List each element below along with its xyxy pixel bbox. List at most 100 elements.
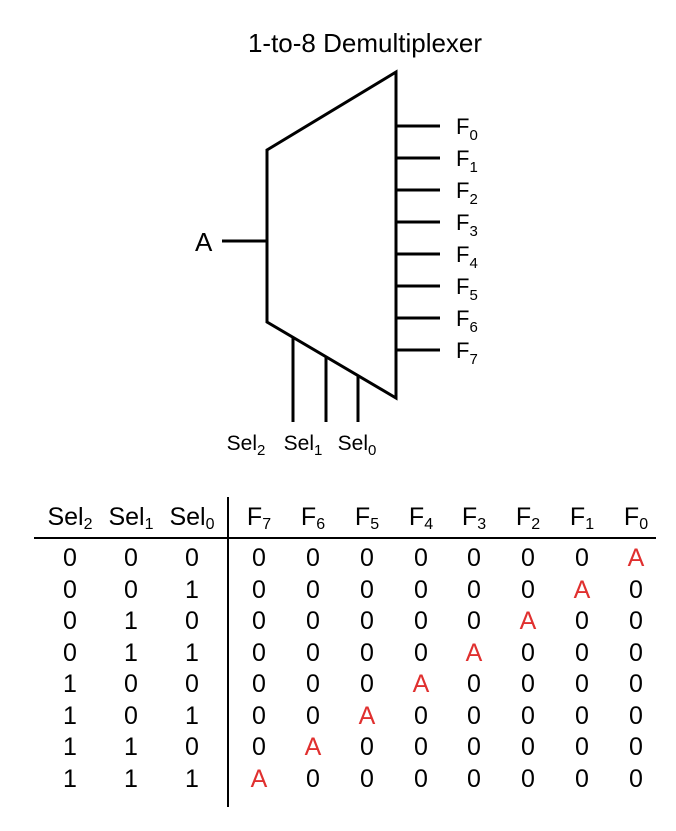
truth-table-cell: 0 <box>185 607 199 635</box>
truth-table-cell: 0 <box>575 733 589 761</box>
truth-table-cell: 0 <box>252 733 266 761</box>
truth-table-cell: 0 <box>124 544 138 572</box>
truth-table-cell: 0 <box>414 638 428 667</box>
truth-table-cell: 0 <box>360 575 374 604</box>
truth-table-cell: 0 <box>414 764 428 793</box>
truth-table-cell: 0 <box>467 670 481 698</box>
truth-table-cell: 1 <box>63 670 77 698</box>
truth-table-cell: 0 <box>252 544 266 572</box>
truth-table-header-sel1: Sel1 <box>108 503 154 533</box>
truth-table-cell: 1 <box>63 733 77 761</box>
truth-table-cell: 0 <box>124 575 138 604</box>
truth-table-cell: 0 <box>360 544 374 572</box>
truth-table-cell: 0 <box>629 575 643 604</box>
truth-table-cell: 0 <box>306 544 320 572</box>
truth-table-header-rule <box>34 537 656 539</box>
truth-table-cell: 0 <box>575 638 589 667</box>
output-label-f4: F4 <box>456 242 478 272</box>
truth-table-cell: 0 <box>467 701 481 730</box>
truth-table-cell: 0 <box>575 764 589 793</box>
truth-table-cell: 0 <box>575 670 589 698</box>
truth-table-cell: A <box>519 607 537 635</box>
output-label-f7: F7 <box>456 338 478 368</box>
output-label-f6: F6 <box>456 306 478 336</box>
truth-table-cell: 0 <box>629 764 643 793</box>
truth-table-cell: 0 <box>360 764 374 793</box>
truth-table-cell: 0 <box>306 607 320 635</box>
truth-table-cell: 0 <box>185 733 199 761</box>
truth-table-row: 1 1 0 0 A 0 0 0 0 0 0 <box>34 732 656 764</box>
truth-table-cell: 0 <box>63 575 77 604</box>
truth-table-cell: A <box>250 764 268 793</box>
truth-table-cell: 1 <box>185 764 199 793</box>
truth-table-header-f6: F6 <box>300 503 326 533</box>
output-label-f3: F3 <box>456 210 478 240</box>
truth-table-cell: 0 <box>467 575 481 604</box>
truth-table-cell: 0 <box>414 544 428 572</box>
truth-table-cell: 1 <box>185 701 199 730</box>
truth-table-header-f3: F3 <box>461 503 487 533</box>
truth-table-cell: 0 <box>124 670 138 698</box>
truth-table-cell: 0 <box>629 733 643 761</box>
truth-table-cell: 0 <box>306 670 320 698</box>
truth-table-cell: 0 <box>360 733 374 761</box>
truth-table-header-f1: F1 <box>569 503 595 533</box>
truth-table-cell: 0 <box>414 607 428 635</box>
truth-table-cell: A <box>573 575 591 604</box>
truth-table-cell: 0 <box>467 733 481 761</box>
truth-table-cell: 0 <box>575 544 589 572</box>
truth-table-cell: 0 <box>360 670 374 698</box>
select-label-sel2: Sel2 <box>227 432 266 459</box>
output-label-f2: F2 <box>456 178 478 208</box>
truth-table-cell: 0 <box>306 575 320 604</box>
truth-table-cell: 0 <box>521 638 535 667</box>
truth-table-cell: 0 <box>521 575 535 604</box>
truth-table-cell: 0 <box>63 638 77 667</box>
truth-table-divider <box>227 497 229 807</box>
truth-table-cell: 0 <box>629 638 643 667</box>
truth-table-cell: 0 <box>252 670 266 698</box>
truth-table-cell: 0 <box>252 575 266 604</box>
truth-table-header-f2: F2 <box>515 503 541 533</box>
truth-table-cell: 0 <box>629 701 643 730</box>
truth-table-cell: A <box>465 638 483 667</box>
truth-table-cell: 0 <box>575 701 589 730</box>
truth-table-cell: 0 <box>521 544 535 572</box>
output-label-f1: F1 <box>456 146 478 176</box>
truth-table-cell: 0 <box>414 733 428 761</box>
truth-table-cell: 0 <box>252 607 266 635</box>
truth-table-cell: 1 <box>185 575 199 604</box>
truth-table-cell: 0 <box>63 544 77 572</box>
truth-table-cell: 0 <box>521 733 535 761</box>
truth-table-cell: 0 <box>124 701 138 730</box>
truth-table-cell: A <box>304 733 322 761</box>
truth-table-cell: 1 <box>124 638 138 667</box>
truth-table-cell: 0 <box>575 607 589 635</box>
truth-table-cell: 1 <box>124 733 138 761</box>
truth-table-cell: 0 <box>185 544 199 572</box>
truth-table-cell: 0 <box>252 701 266 730</box>
truth-table-cell: 0 <box>467 607 481 635</box>
select-label-sel0: Sel0 <box>338 432 377 459</box>
truth-table-cell: 0 <box>467 544 481 572</box>
truth-table-cell: 0 <box>629 670 643 698</box>
truth-table-cell: 0 <box>414 701 428 730</box>
truth-table-header-f4: F4 <box>408 503 434 533</box>
truth-table-cell: 1 <box>63 764 77 793</box>
truth-table-cell: 0 <box>306 638 320 667</box>
truth-table-cell: A <box>412 670 430 698</box>
truth-table-header-f7: F7 <box>246 503 272 533</box>
truth-table-header-sel0: Sel0 <box>169 503 215 533</box>
truth-table-cell: 0 <box>629 607 643 635</box>
diagram-title: 1-to-8 Demultiplexer <box>248 28 482 58</box>
truth-table-cell: 1 <box>63 701 77 730</box>
